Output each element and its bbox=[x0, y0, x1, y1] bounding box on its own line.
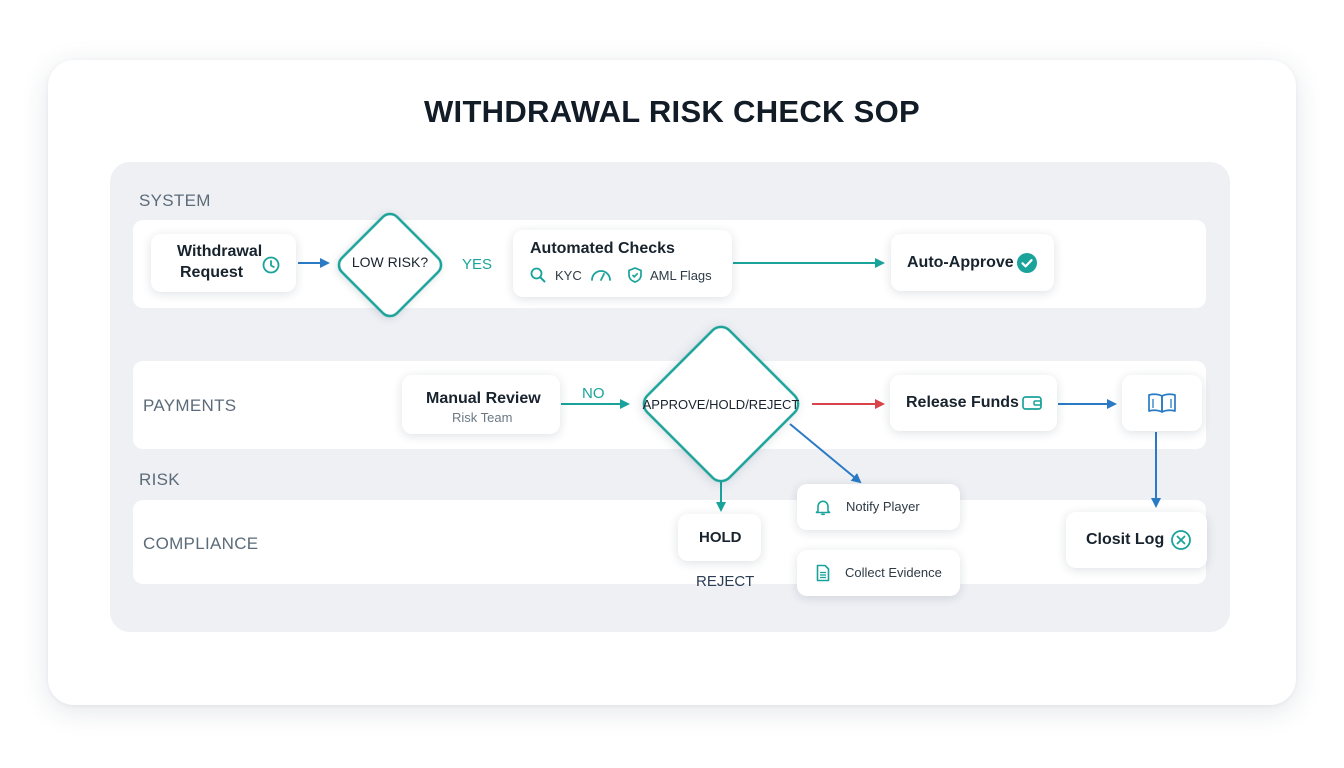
manual-review-title: Manual Review bbox=[426, 390, 541, 407]
manual-review-node[interactable]: Manual Review Risk Team bbox=[402, 375, 560, 434]
gauge-icon bbox=[591, 270, 611, 281]
release-funds-node[interactable]: Release Funds bbox=[890, 375, 1057, 431]
withdrawal-request-node[interactable]: Withdrawal Request bbox=[151, 234, 296, 292]
book-node[interactable] bbox=[1122, 375, 1202, 431]
bell-icon bbox=[815, 500, 831, 516]
hold-node[interactable]: HOLD bbox=[678, 514, 761, 561]
low-risk-diamond bbox=[337, 212, 443, 318]
aml-flags-label: AML Flags bbox=[650, 268, 712, 283]
notify-player-label: Notify Player bbox=[846, 499, 920, 514]
x-circle-icon bbox=[1171, 530, 1191, 550]
release-funds-label: Release Funds bbox=[906, 394, 1019, 411]
kyc-label: KYC bbox=[555, 268, 582, 283]
collect-evidence-node[interactable]: Collect Evidence bbox=[797, 550, 960, 596]
shield-icon bbox=[628, 267, 642, 283]
withdrawal-request-line2: Request bbox=[180, 264, 244, 281]
lane-label-compliance: COMPLIANCE bbox=[143, 534, 259, 553]
collect-evidence-label: Collect Evidence bbox=[845, 565, 942, 580]
decision-label: APPROVE/HOLD/REJECT bbox=[642, 397, 800, 412]
clock-icon bbox=[262, 256, 280, 274]
lane-label-payments: PAYMENTS bbox=[143, 396, 237, 415]
auto-approve-node[interactable]: Auto-Approve bbox=[891, 234, 1054, 291]
notify-player-node[interactable]: Notify Player bbox=[797, 484, 960, 530]
automated-checks-title: Automated Checks bbox=[530, 240, 675, 257]
book-icon bbox=[1148, 393, 1176, 413]
low-risk-label: LOW RISK? bbox=[351, 254, 429, 270]
no-label: NO bbox=[582, 385, 605, 402]
lane-label-risk: RISK bbox=[139, 470, 180, 489]
search-icon bbox=[530, 267, 546, 283]
yes-label: YES bbox=[462, 256, 493, 273]
wallet-icon bbox=[1022, 396, 1042, 410]
reject-label: REJECT bbox=[696, 573, 755, 590]
closit-log-node[interactable]: Closit Log bbox=[1066, 512, 1207, 568]
lane-compliance bbox=[133, 500, 1206, 584]
page-title: WITHDRAWAL RISK CHECK SOP bbox=[423, 94, 921, 129]
decision-diamond bbox=[642, 325, 800, 483]
document-icon bbox=[816, 564, 830, 582]
closit-log-label: Closit Log bbox=[1086, 531, 1165, 548]
auto-approve-label: Auto-Approve bbox=[907, 254, 1014, 271]
lane-label-system: SYSTEM bbox=[139, 191, 211, 210]
manual-review-subtitle: Risk Team bbox=[452, 410, 513, 425]
hold-label: HOLD bbox=[699, 529, 742, 546]
arrow-decision-to-notify bbox=[789, 423, 862, 484]
check-circle-icon bbox=[1017, 253, 1037, 273]
automated-checks-node[interactable]: Automated Checks KYC AML Flags bbox=[513, 230, 732, 297]
withdrawal-request-line1: Withdrawal bbox=[177, 243, 263, 260]
